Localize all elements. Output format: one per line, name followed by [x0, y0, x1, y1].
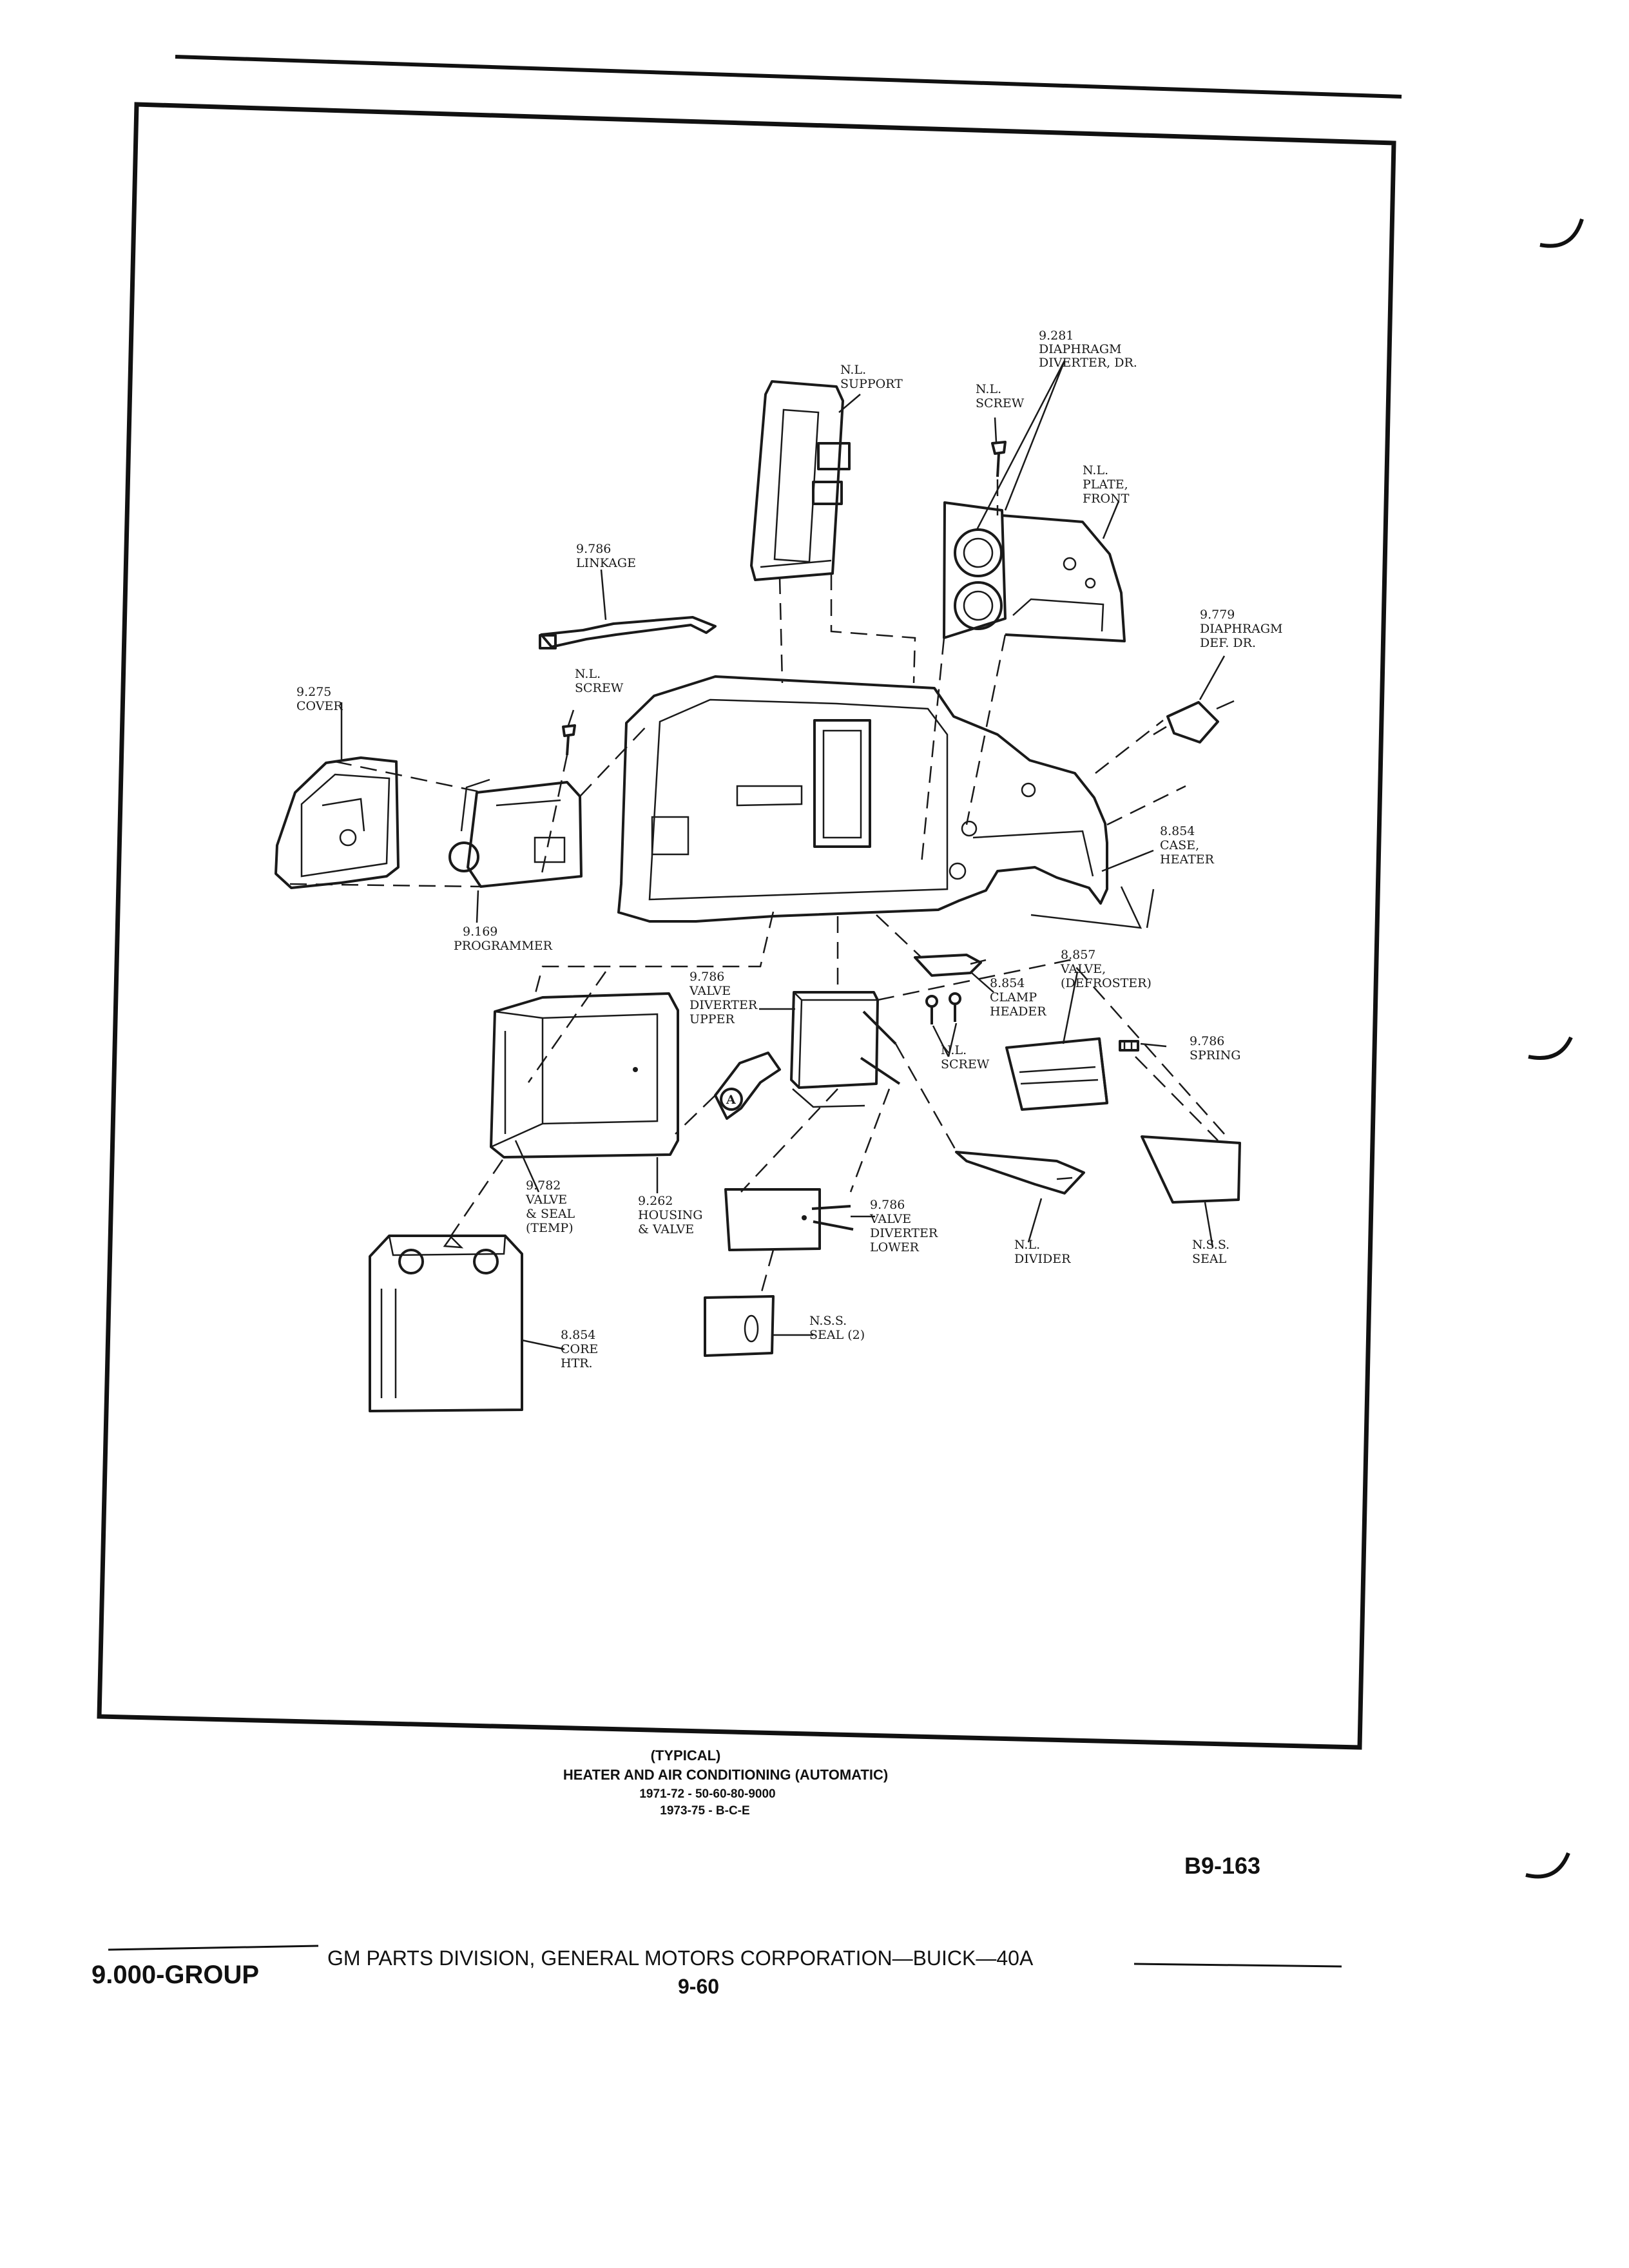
label-arrow-marker: A [726, 1093, 736, 1107]
caption-years-1: 1971-72 - 50-60-80-9000 [639, 1787, 775, 1801]
label-plate-front: N.L.PLATE,FRONT [1083, 463, 1130, 506]
front-plate-part [943, 501, 1126, 642]
programmer-part [448, 778, 583, 888]
leader-lines [340, 360, 1226, 1350]
label-seal-nss: N.S.S.SEAL [1192, 1238, 1229, 1266]
footer-page-number: 9-60 [678, 1975, 719, 1998]
screw-mid-part [925, 992, 961, 1024]
screw-top-part [991, 441, 1007, 477]
figure-code: B9-163 [1184, 1852, 1260, 1879]
support-part [750, 380, 851, 581]
label-screw-left: N.L.SCREW [575, 667, 624, 695]
diaphragm-def-part [1153, 700, 1235, 744]
caption-years-2: 1973-75 - B-C-E [660, 1804, 749, 1818]
caption-title: HEATER AND AIR CONDITIONING (AUTOMATIC) [563, 1767, 888, 1783]
spring-part [1119, 1040, 1139, 1052]
footer-group: 9.000-GROUP [92, 1961, 259, 1989]
seal-2-part [704, 1295, 775, 1357]
heater-case-part [617, 675, 1108, 923]
footer-publisher: GM PARTS DIVISION, GENERAL MOTORS CORPOR… [327, 1946, 1034, 1970]
housing-valve-part [490, 992, 679, 1158]
heater-core-part [369, 1235, 523, 1412]
binding-marks [1525, 218, 1584, 1879]
figure-caption: (TYPICAL) HEATER AND AIR CONDITIONING (A… [563, 1747, 888, 1818]
label-screw-mid: N.L.SCREW [941, 1043, 990, 1072]
page-footer: 9.000-GROUP GM PARTS DIVISION, GENERAL M… [92, 1945, 1342, 1998]
figure-frame [97, 102, 1396, 1750]
label-divider: N.L.DIVIDER [1014, 1238, 1071, 1266]
cover-part [275, 756, 400, 889]
label-screw-top: N.L.SCREW [976, 382, 1025, 410]
label-seal-nss-2: N.S.S.SEAL (2) [809, 1314, 865, 1342]
divider-part [955, 1151, 1085, 1195]
valve-diverter-upper-part [790, 991, 901, 1108]
exploded-view-guide-lines [289, 479, 1225, 1297]
valve-defroster-part [1005, 1037, 1108, 1111]
linkage-part [539, 616, 717, 649]
screw-left-part [562, 724, 576, 756]
caption-typical: (TYPICAL) [651, 1747, 721, 1763]
top-rule [175, 55, 1402, 99]
arrow-a-marker [714, 1052, 781, 1120]
seal-part [1141, 1135, 1241, 1204]
valve-diverter-lower-part [724, 1188, 854, 1251]
label-support: N.L.SUPPORT [840, 363, 903, 391]
clamp-header-part [914, 954, 987, 977]
